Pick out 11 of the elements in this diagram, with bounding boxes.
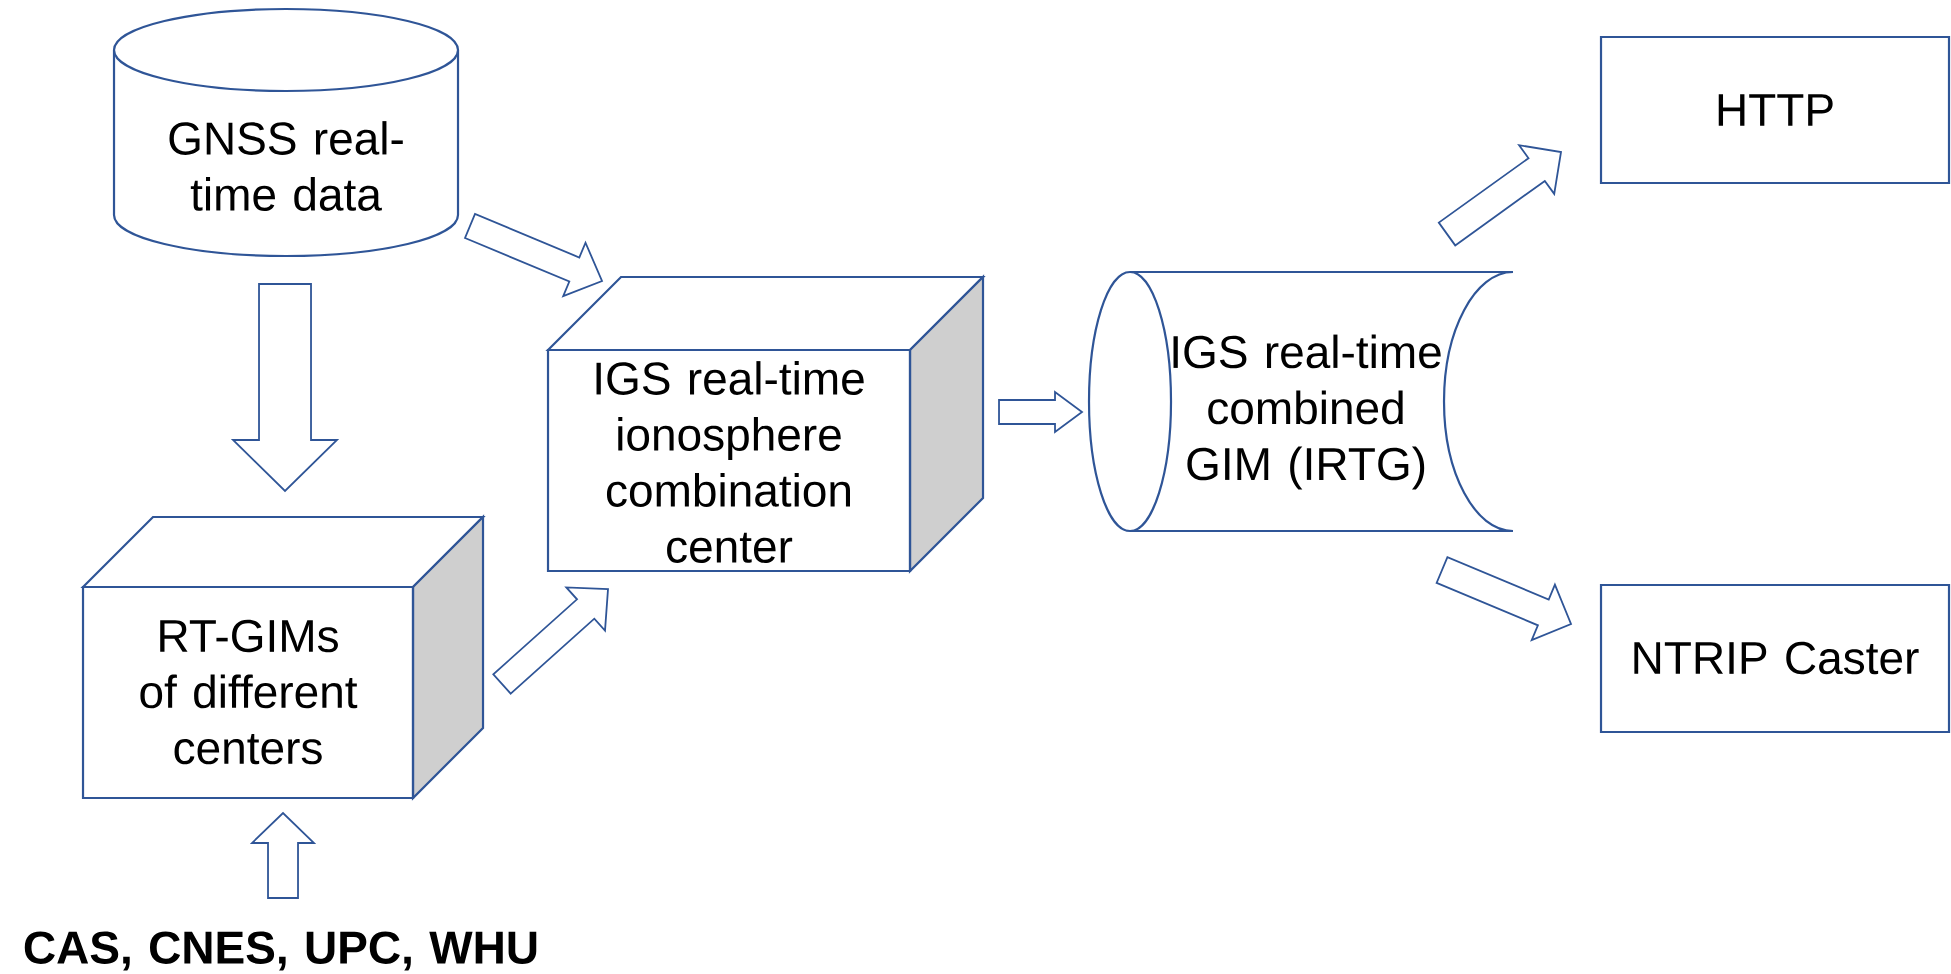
node-label: IGS real-time combined GIM (IRTG) bbox=[1173, 334, 1441, 490]
block-arrow bbox=[998, 390, 1084, 434]
block-arrow bbox=[1437, 143, 1563, 247]
output-box: NTRIP Caster bbox=[1599, 583, 1951, 734]
block-arrow bbox=[230, 283, 340, 493]
output-box: HTTP bbox=[1599, 35, 1951, 185]
block-arrow bbox=[492, 586, 609, 695]
block-arrow bbox=[249, 811, 317, 899]
source-label: CAS, CNES, UPC, WHU bbox=[24, 931, 537, 971]
database-cylinder: GNSS real-time data bbox=[112, 7, 460, 258]
storage-cylinder: IGS real-time combined GIM (IRTG) bbox=[1087, 270, 1515, 533]
